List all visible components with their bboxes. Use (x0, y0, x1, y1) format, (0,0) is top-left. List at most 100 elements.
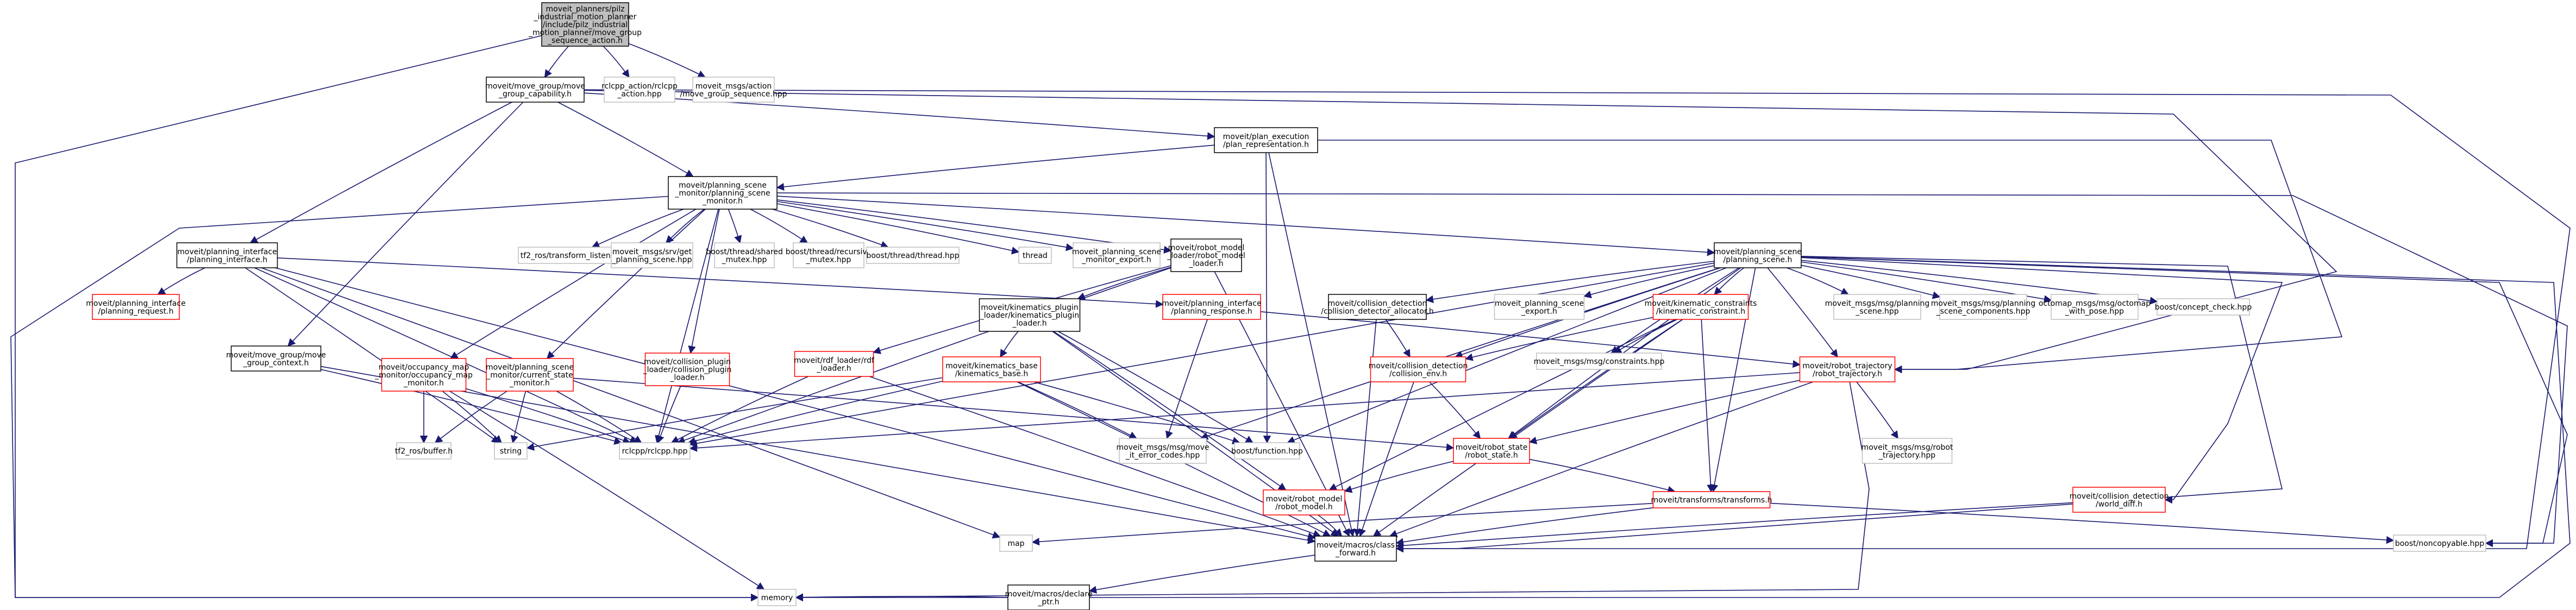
node-label-line: thread (1023, 251, 1048, 260)
graph-node-shared_mutex[interactable]: boost/thread/shared_mutex.hpp (706, 242, 783, 268)
node-label-line: moveit/collision_detection (1369, 362, 1468, 370)
graph-node-pi[interactable]: moveit/planning_interface/planning_inter… (176, 242, 278, 268)
edge-arrow (442, 391, 502, 443)
graph-node-robot_state[interactable]: moveit/robot_state/robot_state.h (1453, 438, 1530, 464)
graph-node-kin_base[interactable]: moveit/kinematics_base/kinematics_base.h (942, 356, 1041, 382)
node-label-line: /world_diff.h (2096, 500, 2142, 508)
node-label-line: _monitor.h (509, 379, 550, 388)
node-label-line: moveit/plan_execution (1223, 133, 1309, 141)
dependency-edge-ps-to-ps_export (1583, 265, 1715, 299)
dependency-edge-transforms-to-class_fwd (1395, 507, 1653, 546)
graph-node-error_codes[interactable]: moveit_msgs/msg/move_it_error_codes.hpp (1117, 438, 1209, 464)
graph-node-noncopyable[interactable]: boost/noncopyable.hpp (2393, 534, 2486, 552)
node-label-line: boost/concept_check.hpp (2155, 303, 2252, 312)
graph-node-csm[interactable]: moveit/planning_scene_monitor/current_st… (486, 358, 574, 392)
graph-node-planexec[interactable]: moveit/plan_execution/plan_representatio… (1214, 127, 1318, 153)
graph-node-getps[interactable]: moveit_msgs/srv/get_planning_scene.hpp (611, 242, 693, 268)
graph-node-cenv[interactable]: moveit/collision_detection/collision_env… (1369, 356, 1468, 382)
node-label-line: moveit_msgs/action (695, 82, 772, 91)
graph-node-psm[interactable]: moveit/planning_scene_monitor/planning_s… (668, 176, 778, 210)
node-box (176, 242, 278, 268)
graph-node-memory[interactable]: memory (757, 589, 797, 606)
graph-node-mgseq[interactable]: moveit_msgs/action/move_group_sequence.h… (680, 77, 787, 103)
dependency-edge-psm-to-getps (665, 209, 705, 244)
graph-node-rec_mutex[interactable]: boost/thread/recursive_mutex.hpp (786, 242, 872, 268)
node-label-line: /kinematics_base.h (955, 369, 1028, 378)
node-label-line: boost/noncopyable.hpp (2395, 539, 2484, 548)
graph-node-robot_traj[interactable]: moveit/robot_trajectory/robot_trajectory… (1799, 356, 1896, 382)
dependency-edge-pi-to-plan_request (157, 267, 205, 295)
node-label-line: moveit/transforms/transforms.h (1651, 496, 1772, 505)
graph-node-bthread[interactable]: boost/thread/thread.hpp (866, 247, 960, 264)
graph-node-ps_export[interactable]: moveit_planning_scene_export.h (1494, 294, 1585, 320)
edge-arrow (584, 90, 2337, 374)
graph-node-tf2_listener[interactable]: tf2_ros/transform_listener.h (518, 247, 628, 264)
node-label-line: _group_context.h (243, 359, 309, 367)
graph-node-kin_loader[interactable]: moveit/kinematics_plugin_loader/kinemati… (979, 298, 1081, 332)
node-label-line: /planning_scene.h (1723, 255, 1792, 264)
graph-node-msg_constraints[interactable]: moveit_msgs/msg/constraints.hpp (1534, 353, 1665, 370)
graph-node-plan_response[interactable]: moveit/planning_interface/planning_respo… (1162, 294, 1262, 320)
graph-node-occ[interactable]: moveit/occupancy_map_monitor/occupancy_m… (374, 358, 473, 392)
node-label-line: _mutex.hpp (806, 255, 851, 264)
edge-arrow (1031, 502, 1653, 546)
node-label-line: /move_group_sequence.hpp (680, 90, 787, 98)
graph-node-mgcap[interactable]: moveit/move_group/move_group_capability.… (485, 77, 585, 103)
node-label-line: moveit/kinematic_constraints (1645, 299, 1757, 308)
edge-arrow (656, 385, 681, 444)
graph-node-thread[interactable]: thread (1018, 247, 1052, 264)
graph-node-root[interactable]: moveit_planners/pilz_industrial_motion_p… (528, 2, 642, 47)
node-label-line: /kinematic_constraint.h (1656, 307, 1745, 316)
node-label-line: _monitor.h (403, 379, 444, 388)
node-box (1263, 489, 1345, 515)
graph-node-cpl[interactable]: moveit/collision_plugin_loader/collision… (643, 353, 732, 386)
graph-node-robot_model[interactable]: moveit/robot_model/robot_model.h (1263, 489, 1345, 515)
graph-node-tf2_buffer[interactable]: tf2_ros/buffer.h (395, 442, 453, 460)
dependency-edge-robot_traj-to-memory (795, 381, 1870, 601)
graph-node-map[interactable]: map (999, 534, 1033, 552)
graph-node-string[interactable]: string (494, 442, 528, 460)
dependency-edge-kin_constr-to-transforms (1701, 319, 1715, 493)
node-box (1162, 294, 1261, 320)
graph-node-msg_psc[interactable]: moveit_msgs/msg/planning_scene_component… (1931, 294, 2036, 320)
graph-node-mgctx[interactable]: moveit/move_group/move_group_context.h (226, 345, 326, 372)
dependency-edge-pi-to-map (261, 267, 1001, 539)
node-box (381, 358, 467, 392)
graph-node-plan_request[interactable]: moveit/planning_interface/planning_reque… (86, 294, 186, 320)
graph-node-rclcpp[interactable]: rclcpp/rclcpp.hpp (619, 442, 691, 460)
graph-node-msg_ps[interactable]: moveit_msgs/msg/planning_scene.hpp (1825, 294, 1930, 320)
graph-node-transforms[interactable]: moveit/transforms/transforms.h (1651, 491, 1772, 508)
dependency-edge-psm-to-occ (450, 209, 697, 359)
node-label-line: moveit/robot_model (1266, 495, 1343, 504)
graph-node-kin_constr[interactable]: moveit/kinematic_constraints/kinematic_c… (1645, 294, 1757, 320)
node-box (793, 242, 864, 268)
dependency-edge-pi-to-plan_response (277, 257, 1164, 308)
node-label-line: moveit/kinematics_base (945, 362, 1038, 370)
graph-node-world_diff[interactable]: moveit/collision_detection/world_diff.h (2070, 487, 2169, 513)
edge-arrow (1318, 140, 2343, 374)
dependency-edge-ps-to-memory (795, 256, 2571, 602)
graph-node-class_fwd[interactable]: moveit/macros/class_forward.h (1314, 536, 1397, 562)
graph-node-cd_alloc[interactable]: moveit/collision_detection/collision_det… (1321, 294, 1434, 320)
graph-node-rclcpp_action[interactable]: rclcpp_action/rclcpp_action.hpp (601, 77, 678, 103)
edge-arrow (1165, 319, 1208, 439)
node-box (942, 356, 1041, 382)
dependency-edge-csm-to-rclcpp (556, 391, 642, 443)
node-label-line: moveit/collision_detection (1328, 299, 1427, 308)
graph-node-rml[interactable]: moveit/robot_model_loader/robot_model_lo… (1167, 238, 1245, 272)
graph-node-octomap[interactable]: octomap_msgs/msg/octomap_with_pose.hpp (2039, 294, 2151, 320)
graph-node-ps[interactable]: moveit/planning_scene/planning_scene.h (1714, 242, 1802, 268)
graph-node-psm_export[interactable]: moveit_planning_scene_monitor_export.h (1072, 242, 1161, 268)
graph-node-concept[interactable]: boost/concept_check.hpp (2155, 298, 2252, 316)
graph-node-rdf[interactable]: moveit/rdf_loader/rdf_loader.h (794, 351, 875, 377)
dependency-edge-pi-to-class_fwd (275, 267, 1316, 540)
edge-arrow (1033, 381, 1240, 444)
graph-node-declare_ptr[interactable]: moveit/macros/declare_ptr.h (1005, 584, 1093, 610)
dependency-edge-psm-to-bthread (772, 209, 889, 249)
graph-node-bfunction[interactable]: boost/function.hpp (1231, 442, 1303, 460)
node-box (611, 242, 693, 268)
edge-arrow (573, 378, 1455, 451)
graph-node-msg_rt[interactable]: moveit_msgs/msg/robot_trajectory.hpp (1862, 438, 1953, 464)
dependency-edge-planexec-to-class_fwd (1268, 152, 1356, 537)
